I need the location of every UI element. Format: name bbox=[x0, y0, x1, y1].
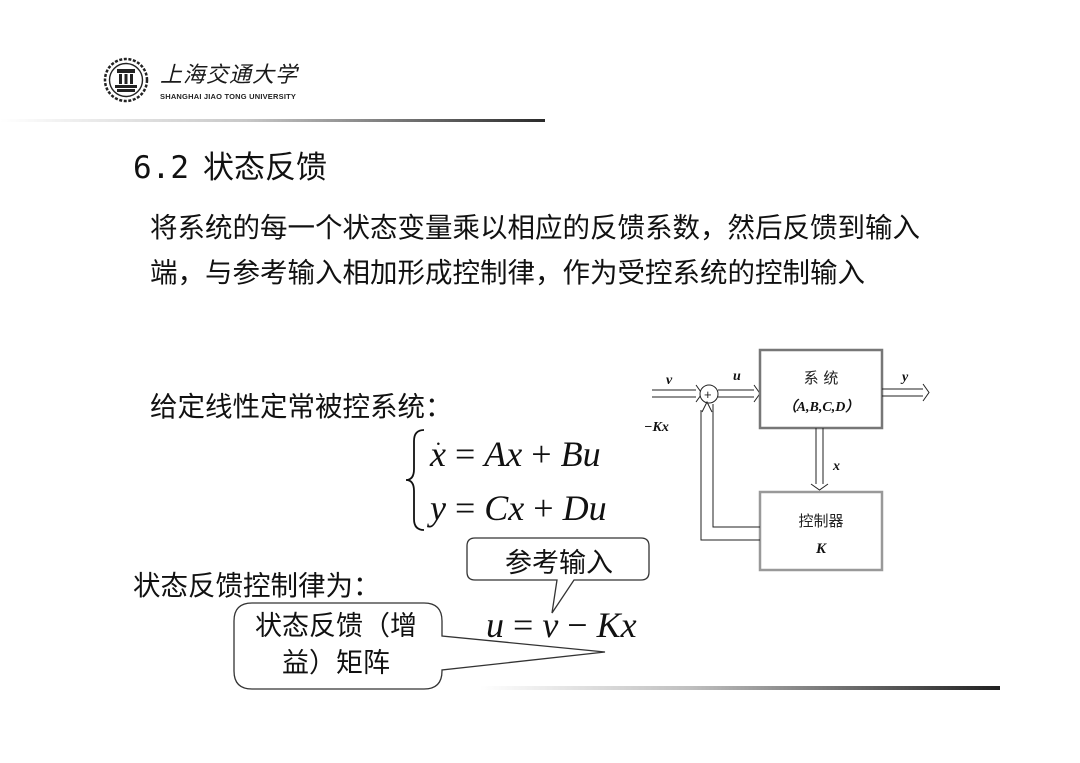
gain-matrix-callout-text: 状态反馈（增益）矩阵 bbox=[255, 611, 417, 679]
feedback-path bbox=[700, 400, 760, 541]
control-signal-label: u bbox=[733, 369, 741, 384]
state-feedback-block-diagram: v + u 系 统 （A,B,C,D） y x 控制器 K −Kx bbox=[644, 348, 930, 572]
given-system-label: 给定线性定常被控系统： bbox=[150, 391, 453, 423]
system-block-title: 系 统 bbox=[804, 369, 839, 387]
slide-title: 6.2 状态反馈 bbox=[133, 142, 327, 187]
input-signal-label: v bbox=[666, 373, 673, 388]
controller-gain-label: K bbox=[815, 541, 827, 557]
university-name-english: SHANGHAI JIAO TONG UNIVERSITY bbox=[160, 92, 297, 101]
output-signal-label: y bbox=[900, 370, 909, 385]
control-signal-arrow bbox=[718, 384, 761, 403]
summing-junction bbox=[699, 384, 719, 404]
control-law-equation: u = v − Kx bbox=[486, 605, 637, 645]
controller-block bbox=[758, 490, 884, 572]
state-equation: x· = Ax + Bu bbox=[430, 431, 601, 474]
footer-divider bbox=[480, 686, 1000, 690]
state-signal-label: x bbox=[832, 459, 840, 474]
equation-brace bbox=[405, 429, 425, 531]
university-emblem-icon bbox=[103, 57, 149, 103]
system-block-params: （A,B,C,D） bbox=[783, 398, 860, 415]
controller-block-title: 控制器 bbox=[798, 512, 843, 530]
section-number: 6.2 bbox=[133, 150, 189, 186]
reference-input-callout-text: 参考输入 bbox=[505, 548, 613, 579]
intro-paragraph: 将系统的每一个状态变量乘以相应的反馈系数，然后反馈到输入端，与参考输入相加形成控… bbox=[150, 212, 920, 289]
sum-plus-sign: + bbox=[704, 387, 712, 402]
negative-feedback-label: −Kx bbox=[644, 420, 669, 435]
state-signal-arrow bbox=[810, 428, 829, 491]
control-law-label: 状态反馈控制律为： bbox=[133, 570, 381, 602]
input-arrow bbox=[652, 384, 703, 403]
university-name-chinese: 上海交通大学 bbox=[160, 63, 299, 88]
reference-input-bubble bbox=[466, 537, 650, 614]
system-block bbox=[758, 348, 884, 430]
header-divider bbox=[0, 119, 545, 122]
output-arrow bbox=[882, 383, 930, 402]
output-equation: y = Cx + Du bbox=[430, 488, 607, 528]
gain-matrix-bubble bbox=[233, 602, 606, 690]
section-title: 状态反馈 bbox=[203, 150, 327, 186]
